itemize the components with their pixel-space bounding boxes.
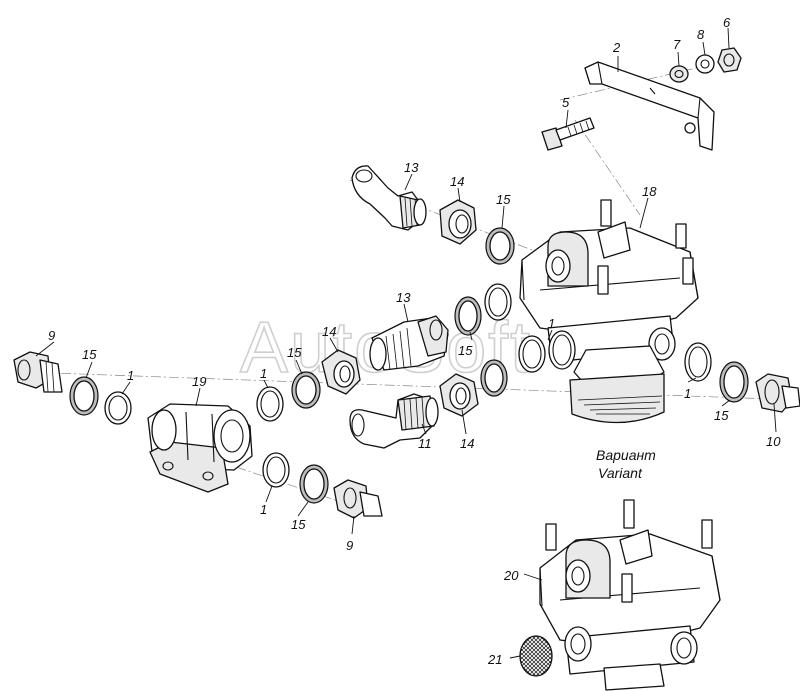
- seal-ring-part-15-c: [480, 359, 508, 397]
- label-part-13-lower: 13: [396, 290, 411, 305]
- label-part-9-lower: 9: [346, 538, 353, 553]
- straight-fitting-part-13-lower: [369, 315, 449, 371]
- variant-caption-ru: Вариант: [596, 447, 656, 463]
- label-part-8: 8: [697, 27, 705, 42]
- label-part-15-b: 15: [458, 343, 473, 358]
- label-part-15-upper: 15: [496, 192, 511, 207]
- valve-part-18: [519, 199, 699, 424]
- plug-part-9-left: [13, 351, 63, 393]
- label-part-18: 18: [642, 184, 657, 199]
- seal-ring-part-1-e: [256, 386, 284, 422]
- variant-caption: Вариант Variant: [596, 447, 656, 481]
- label-part-5: 5: [562, 95, 570, 110]
- washer-part-7: [669, 65, 689, 83]
- seal-ring-part-1-d: [684, 342, 712, 382]
- label-part-1-left: 1: [127, 368, 134, 383]
- plug-part-9-lower: [333, 479, 383, 519]
- label-part-1-d: 1: [684, 386, 691, 401]
- label-part-13-upper: 13: [404, 160, 419, 175]
- elbow-fitting-part-13-upper: [351, 165, 427, 231]
- label-part-11: 11: [418, 436, 432, 451]
- label-part-1-a: 1: [548, 316, 555, 331]
- seal-ring-part-1-left: [104, 391, 132, 425]
- label-part-15-d: 15: [714, 408, 729, 423]
- seal-ring-part-15-e: [299, 464, 329, 504]
- label-part-14-middle: 14: [322, 324, 336, 339]
- label-part-15-e: 15: [291, 517, 306, 532]
- part-labels: 2 7 8 6 5 13 14 15 18 13 14 15 15 1 9 15…: [48, 15, 781, 667]
- elbow-fitting-part-11: [349, 393, 439, 449]
- label-part-15-a: 15: [287, 345, 302, 360]
- washer-part-8: [695, 54, 715, 74]
- label-part-19: 19: [192, 374, 206, 389]
- plug-part-10: [755, 373, 800, 413]
- seal-ring-part-15-b: [454, 296, 482, 336]
- bolt-part-5: [541, 117, 595, 151]
- label-part-14-upper: 14: [450, 174, 464, 189]
- label-part-15-left: 15: [82, 347, 97, 362]
- label-part-20: 20: [503, 568, 519, 583]
- nut-part-6: [717, 47, 742, 73]
- valve-part-20-variant: [539, 499, 721, 691]
- label-part-1-e: 1: [260, 366, 267, 381]
- nut-part-14-middle: [321, 349, 361, 395]
- label-part-6: 6: [723, 15, 731, 30]
- variant-caption-en: Variant: [598, 465, 643, 481]
- label-part-1-f: 1: [260, 502, 267, 517]
- label-part-21: 21: [487, 652, 502, 667]
- label-part-7: 7: [673, 37, 681, 52]
- label-part-9-left: 9: [48, 328, 55, 343]
- seal-ring-part-1-c: [548, 330, 576, 370]
- label-part-10: 10: [766, 434, 781, 449]
- seal-ring-part-1-b: [518, 335, 546, 373]
- nut-part-14-upper: [439, 199, 477, 245]
- seal-ring-part-15-a: [291, 371, 321, 409]
- mesh-filter-part-21: [519, 635, 553, 677]
- seal-ring-part-15-left: [69, 376, 99, 416]
- bracket-part-2: [584, 61, 715, 151]
- seal-ring-part-1-f: [262, 452, 290, 488]
- seal-ring-part-15-d: [719, 361, 749, 403]
- label-part-2: 2: [612, 40, 621, 55]
- label-part-14-lower: 14: [460, 436, 474, 451]
- seal-ring-part-15-upper: [485, 227, 515, 265]
- nut-part-14-lower: [439, 373, 479, 417]
- seal-ring-part-1-a: [484, 283, 512, 321]
- tee-fitting-part-19: [147, 403, 253, 493]
- leader-lines: [35, 27, 777, 659]
